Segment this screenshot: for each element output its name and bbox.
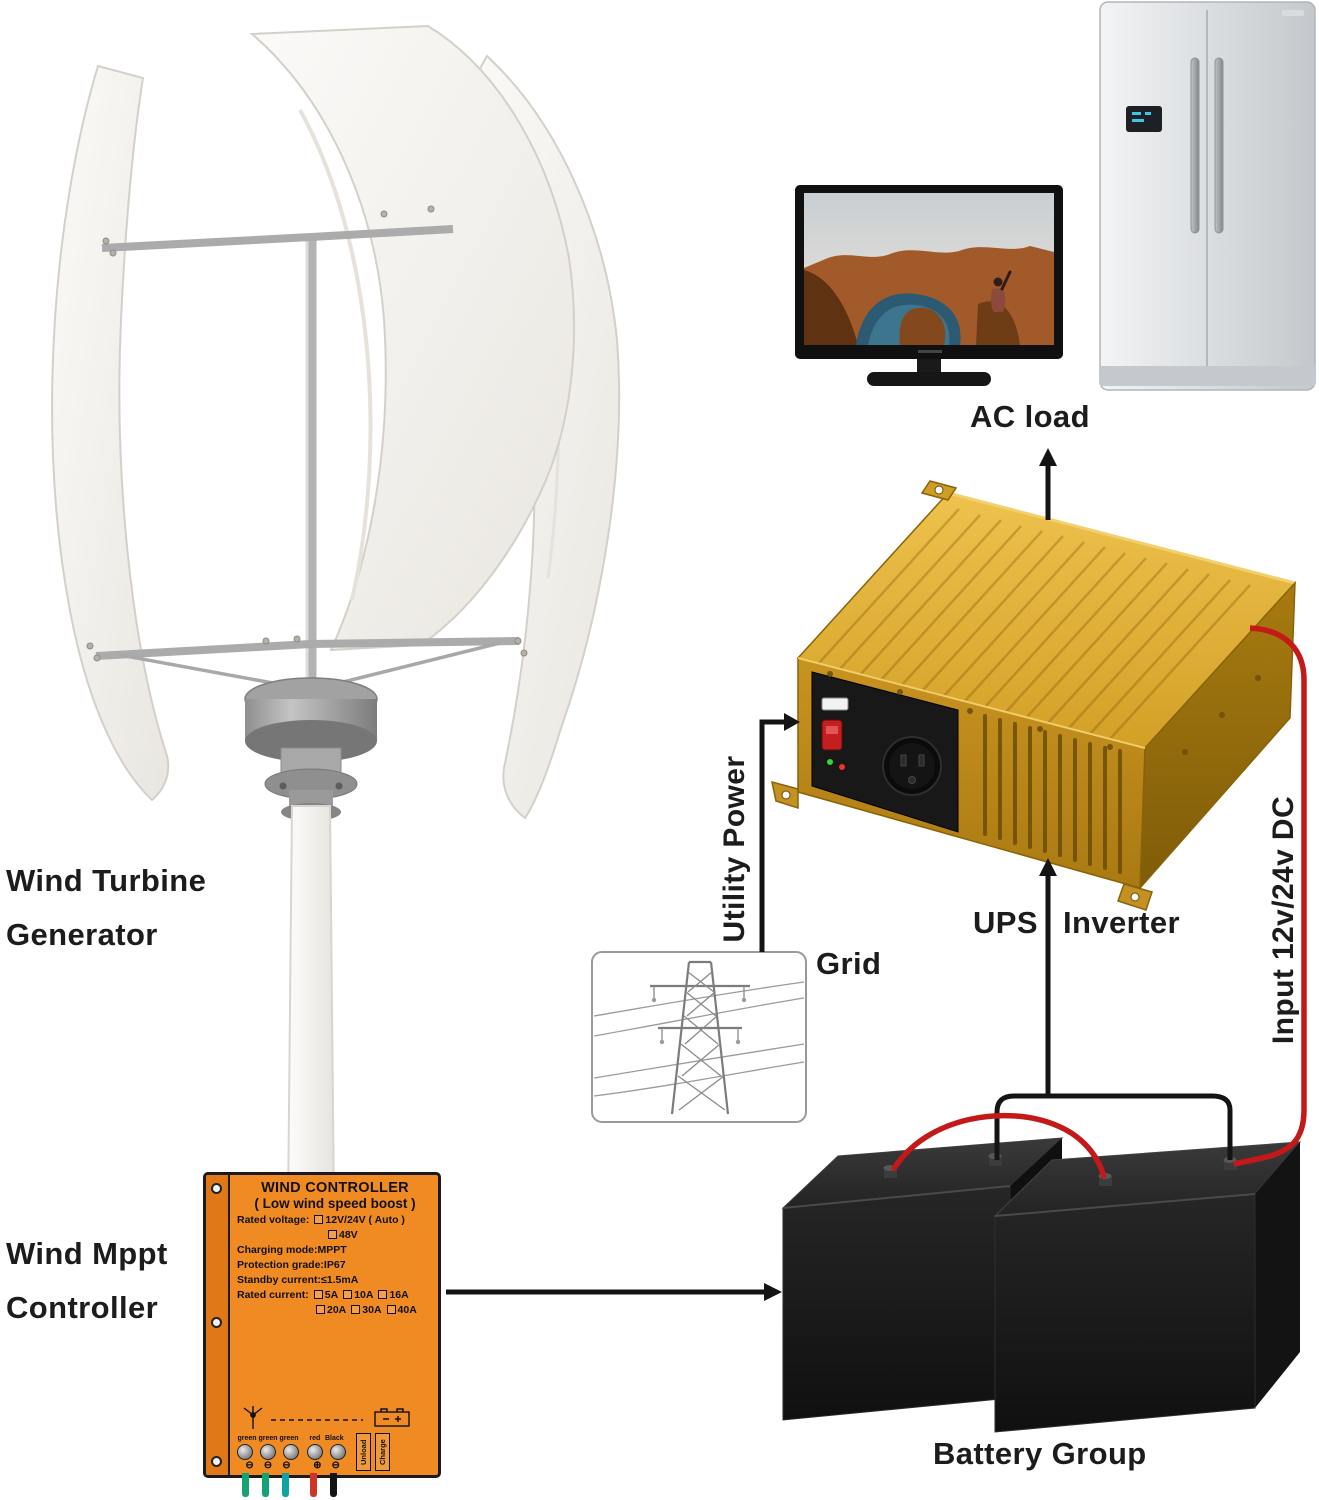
battery-group-label: Battery Group [933, 1436, 1147, 1471]
current-option-16a: 16A [389, 1289, 409, 1301]
current-option-20a: 20A [327, 1304, 347, 1316]
wire-red-battery-jumper [890, 1112, 1107, 1179]
charge-tab: Charge [375, 1433, 390, 1471]
minus-symbol: ⊖ [263, 1460, 273, 1471]
rated-current-row-2: 20A 30A 40A [311, 1303, 433, 1318]
rated-current-label: Rated current: [237, 1289, 309, 1301]
utility-power-label: Utility Power [718, 755, 751, 943]
rated-current-row-1: Rated current: 5A 10A 16A [237, 1288, 433, 1303]
inverter-label: Inverter [1063, 905, 1180, 940]
monitor-image [795, 185, 1063, 386]
green-wire [282, 1473, 289, 1497]
arrow-up-to-acload [1039, 448, 1057, 466]
green-wire [242, 1473, 249, 1497]
minus-symbol: ⊖ [331, 1460, 340, 1471]
mounting-hole [211, 1317, 222, 1328]
wiring [446, 448, 1307, 1301]
terminal-green-label: green green green [237, 1435, 299, 1442]
terminal-group-battery: red Black ⊕ ⊖ [307, 1434, 346, 1471]
charging-mode-text: Charging mode:MPPT [237, 1244, 347, 1256]
wire-grid-to-inverter [759, 719, 788, 952]
current-option-5a: 5A [324, 1289, 339, 1301]
mounting-hole [211, 1183, 222, 1194]
input-dc-label: Input 12v/24v DC [1267, 795, 1300, 1045]
wind-turbine-image [51, 24, 621, 1211]
controller-faceplate: WIND CONTROLLER ( Low wind speed boost )… [230, 1175, 438, 1475]
terminal-screw [237, 1444, 253, 1460]
terminal-screw [307, 1444, 323, 1460]
controller-subtitle: ( Low wind speed boost ) [254, 1196, 416, 1211]
terminal-screw [330, 1444, 346, 1460]
green-wire [262, 1473, 269, 1497]
terminal-group-turbine: green green green ⊖ ⊖ ⊖ [237, 1434, 299, 1471]
grid-image [591, 951, 807, 1123]
standby-current-text: Standby current:≤1.5mA [237, 1274, 359, 1286]
checkbox-current-30a [351, 1305, 361, 1314]
mppt-label-line2: Controller [6, 1290, 159, 1325]
controller-side-tabs: Unload Charge [356, 1433, 390, 1471]
arrow-up-into-inverter [1039, 858, 1057, 876]
checkbox-current-5a [313, 1290, 323, 1299]
terminal-screw [260, 1444, 276, 1460]
controller-mounting-bracket [206, 1175, 230, 1475]
terminal-red-label: red [309, 1435, 321, 1442]
voltage-option-2: 48V [339, 1229, 358, 1241]
checkbox-voltage-1 [314, 1215, 324, 1224]
ups-label: UPS [973, 905, 1038, 940]
minus-symbol: ⊖ [282, 1460, 291, 1471]
controller-output-wires [206, 1473, 438, 1499]
grid-label: Grid [816, 946, 882, 981]
arrow-into-battery [764, 1283, 782, 1301]
unload-tab: Unload [356, 1433, 371, 1471]
rated-voltage-label: Rated voltage: [237, 1214, 310, 1226]
checkbox-voltage-2 [328, 1230, 337, 1239]
checkbox-current-16a [378, 1290, 388, 1299]
rated-voltage-row: Rated voltage: 12V/24V ( Auto ) [237, 1213, 433, 1228]
controller-terminals: green green green ⊖ ⊖ ⊖ red [237, 1433, 433, 1471]
protection-grade-text: Protection grade:IP67 [237, 1259, 346, 1271]
ups-inverter-image [771, 480, 1297, 911]
arrow-into-inverter [784, 713, 800, 731]
refrigerator-image [1099, 1, 1316, 391]
rated-voltage-row-2: 48V [323, 1228, 433, 1243]
schematic-icons [243, 1406, 410, 1429]
plus-symbol: ⊕ [313, 1460, 322, 1471]
wire-red-inverter-to-battery [1233, 625, 1307, 1167]
current-option-30a: 30A [362, 1304, 382, 1316]
black-wire [330, 1473, 337, 1497]
ac-load-label: AC load [970, 399, 1090, 434]
checkbox-current-10a [343, 1290, 353, 1299]
current-option-10a: 10A [354, 1289, 374, 1301]
checkbox-current-20a [316, 1305, 325, 1314]
current-option-40a: 40A [397, 1304, 417, 1316]
wire-battery-loop-black [994, 1093, 1233, 1160]
terminal-black-label: Black [324, 1435, 344, 1442]
controller-schematic-strip [237, 1405, 433, 1432]
controller-title: WIND CONTROLLER [261, 1180, 409, 1196]
wind-turbine-label-line2: Generator [6, 917, 158, 952]
mppt-label-line1: Wind Mppt [6, 1236, 168, 1271]
wind-turbine-label-line1: Wind Turbine [6, 863, 207, 898]
voltage-option-1: 12V/24V ( Auto ) [325, 1214, 405, 1226]
battery-group-image [781, 1137, 1302, 1433]
mounting-hole [211, 1456, 222, 1467]
red-wire [310, 1473, 317, 1497]
terminal-screw [283, 1444, 299, 1460]
checkbox-current-40a [386, 1305, 396, 1314]
wind-controller-device: WIND CONTROLLER ( Low wind speed boost )… [203, 1172, 441, 1497]
minus-symbol: ⊖ [245, 1460, 254, 1471]
